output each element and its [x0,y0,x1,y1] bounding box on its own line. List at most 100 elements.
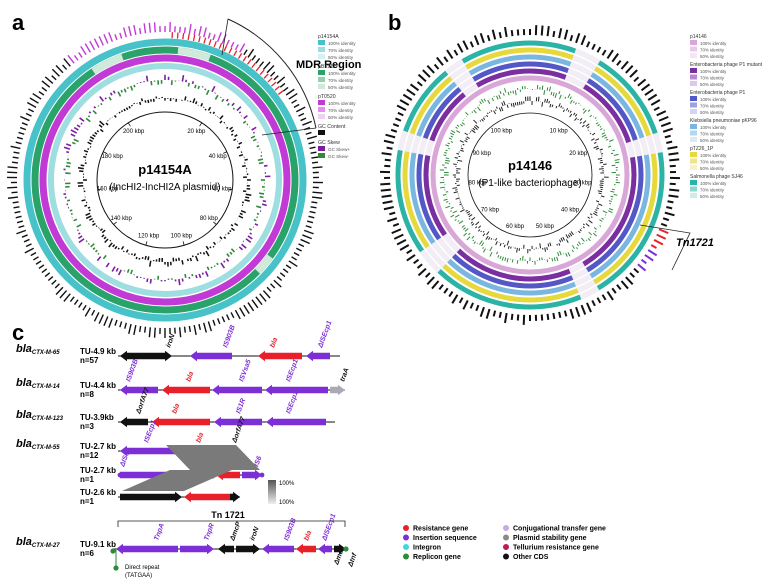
cds-feature [67,54,75,64]
axis-tick [223,151,228,154]
cds-feature [510,30,514,37]
gc-skew-bar [615,161,620,164]
gc-skew-bar [213,265,216,268]
legend-item-label: 50% identity [328,85,354,90]
cds-feature [669,158,680,162]
cds-feature [462,40,469,51]
gc-content-bar [135,256,138,260]
cds-feature [234,309,241,320]
gc-skew-bar [553,257,556,262]
homology-band-upper [166,445,260,470]
cds-feature [563,29,569,40]
cds-feature [251,54,257,61]
row-count-label: n=1 [80,475,95,484]
axis-tick-label: 60 kbp [213,186,232,192]
gc-skew-bar [223,260,226,263]
gc-content-bar [503,244,506,248]
gc-skew-bar [482,248,487,253]
legend-swatch [318,114,325,119]
cds-feature [78,302,83,308]
gc-content-bar [562,107,564,109]
gc-content-bar [585,223,590,227]
legend-item-label: 70% identity [700,76,725,81]
gc-skew-bar [229,251,233,255]
gc-content-bar [590,138,595,141]
row-tu-label: TU-4.9 kb [80,347,116,356]
cds-feature [660,121,671,128]
cds-feature [282,86,289,92]
gc-content-bar [573,112,576,116]
gc-skew-bar [117,91,122,97]
gc-content-bar [471,216,476,221]
cds-feature [666,205,673,210]
gc-skew-bar [257,158,263,162]
gc-skew-bar [610,195,614,198]
cds-feature [485,308,491,319]
axis-tick [199,122,203,127]
resistance-gene-tick [233,50,238,57]
cds-feature [399,99,410,106]
cds-feature [596,297,602,304]
legend-swatch [690,193,697,198]
cds-feature [397,111,404,117]
gc-skew-bar [256,212,260,215]
cds-feature [114,34,118,41]
cds-feature [108,318,113,328]
gc-content-bar [475,226,478,229]
gc-content-bar [230,133,234,136]
gc-skew-bar [445,159,451,162]
gene-label: ΔIS6 [119,451,131,469]
gc-content-bar [472,127,476,131]
gc-content-bar [212,111,216,115]
gc-skew-bar [599,225,602,227]
gene-label: iroN [165,332,177,348]
cds-feature [456,43,464,53]
cds-feature [387,217,398,223]
other-cds-arrow [152,350,172,362]
gc-skew-bar [104,97,107,100]
identity-ring-inner [48,63,282,297]
gc-skew-bar [79,117,85,122]
cds-feature [84,43,91,53]
gc-content-bar [579,229,582,232]
identity-gap [571,267,589,281]
cds-feature [91,309,96,316]
legend-item-label: 100% identity [700,41,727,46]
gc-content-bar [567,109,570,112]
backbone-circle [467,112,593,238]
legend-group-label: Enterobacteria phage P1 mutant [690,62,763,68]
cds-feature [15,141,22,145]
gene-label: ΔISEcp1 [321,513,338,543]
gc-content-bar [80,164,85,167]
cds-feature [30,251,37,257]
gc-content-bar [599,184,604,187]
gc-content-bar [599,148,603,151]
cds-feature [13,206,20,209]
row-tu-label: TU-2.7 kb [80,466,116,475]
direct-repeat-left-marker [113,565,119,571]
gc-skew-bar [87,242,90,245]
gc-skew-bar [444,152,447,154]
identity-ring-phage-P1-mutant [423,68,637,282]
gc-content-bar [468,218,471,220]
cds-feature [633,267,640,274]
cds-feature [306,220,314,224]
resistance-gene-tick [246,59,252,65]
cds-feature [386,146,393,150]
cds-feature [16,229,27,235]
gc-content-bar [593,145,599,149]
gc-skew-bar [442,193,447,196]
cds-feature [312,191,323,194]
cds-feature [21,122,28,126]
gc-content-bar [197,253,200,256]
cds-feature [198,26,202,37]
gc-skew-bar [241,243,247,249]
gc-content-bar [500,106,504,112]
cds-feature [300,238,310,245]
axis-tick-label: 140 kbp [110,216,132,222]
gc-content-bar [549,242,552,247]
gc-skew-bar [507,91,510,96]
gc-content-bar [587,129,589,131]
